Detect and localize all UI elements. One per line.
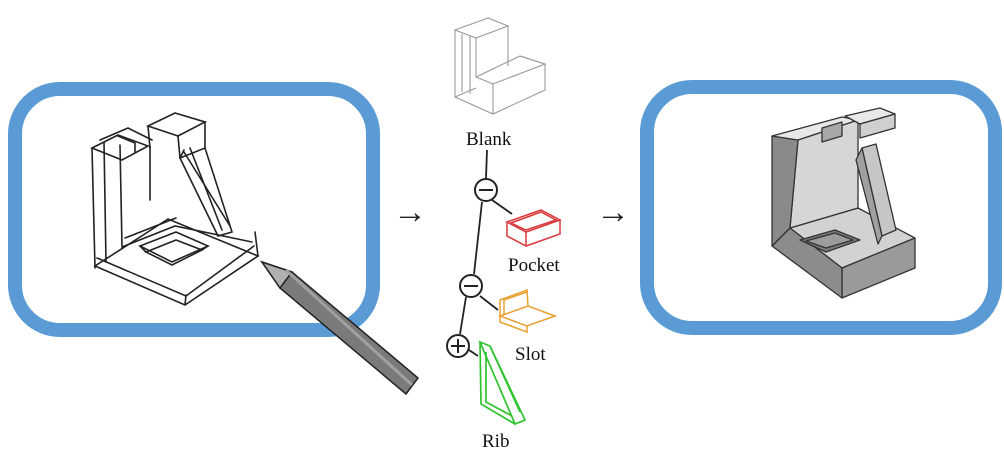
slot-shape: [497, 288, 558, 334]
label-pocket: Pocket: [508, 255, 560, 276]
rib-shape: [478, 340, 527, 426]
minus-circle-icon: [474, 178, 498, 202]
label-rib: Rib: [482, 431, 510, 452]
arrow-right-icon: →: [596, 194, 630, 231]
plus-circle-icon: [446, 334, 470, 358]
arrow-right-icon: →: [393, 194, 427, 231]
label-blank: Blank: [466, 129, 512, 150]
label-slot: Slot: [515, 344, 546, 365]
pencil-icon: [260, 260, 420, 396]
csg-tree-edges: [459, 149, 513, 357]
pocket-shape: [505, 209, 562, 247]
blank-shape: [453, 17, 547, 115]
solid-model: [771, 107, 916, 299]
minus-circle-icon: [459, 274, 483, 298]
sketch-panel: [8, 82, 380, 337]
hand-sketch: [90, 112, 260, 306]
